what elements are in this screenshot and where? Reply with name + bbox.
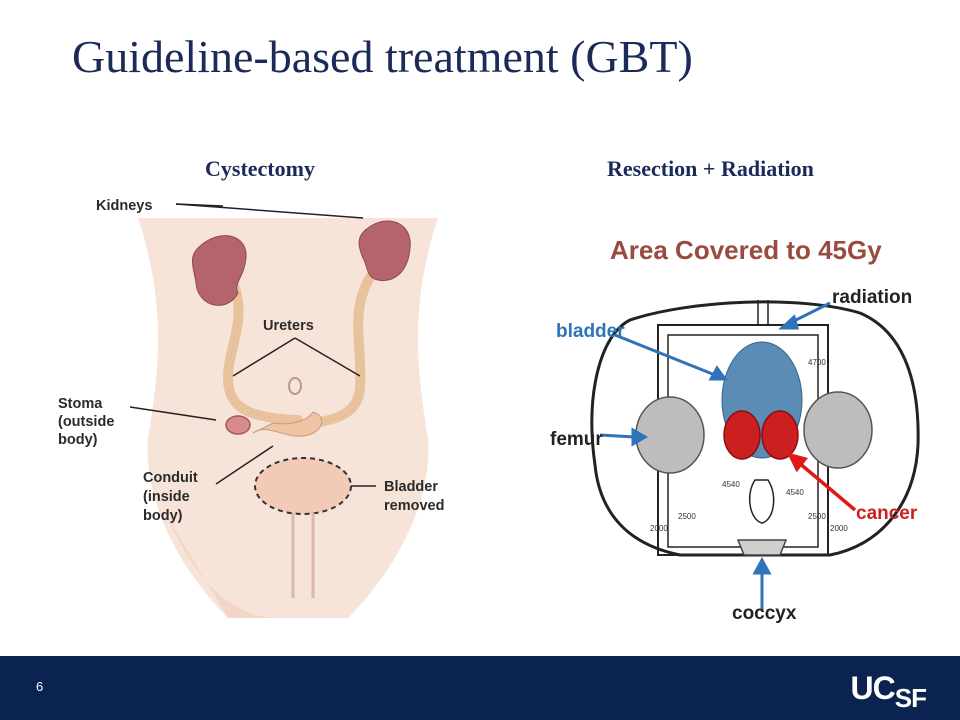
- conduit-label-2: (inside: [143, 489, 190, 505]
- conduit-shape: [252, 411, 323, 437]
- conduit-label-3: body): [143, 508, 183, 524]
- rectum-shape: [748, 479, 775, 524]
- navel-shape: [288, 377, 302, 395]
- urethra-shape: [291, 513, 315, 598]
- bladder-removed-label-1: Bladder: [384, 479, 438, 495]
- logo-text-sf: SF: [894, 683, 927, 713]
- bladder-removed-label-2: removed: [384, 498, 444, 514]
- ucsf-logo: UCSF: [850, 670, 927, 713]
- kidneys-label: Kidneys: [96, 198, 152, 214]
- slide-title: Guideline-based treatment (GBT): [72, 31, 693, 82]
- radiation-field-diagram: Area Covered to 45Gy radiation bladder f…: [550, 235, 920, 624]
- ureters-label: Ureters: [263, 318, 314, 334]
- radiation-label: radiation: [832, 287, 912, 308]
- stoma-label-2: (outside: [58, 414, 114, 430]
- stoma-shape: [225, 415, 251, 435]
- bladder-label: bladder: [556, 321, 625, 342]
- isodose-2500-left-label: 2500: [678, 512, 696, 521]
- cancer-label: cancer: [856, 503, 918, 524]
- isodose-2500-right-label: 2500: [808, 512, 826, 521]
- stoma-label-3: body): [58, 432, 98, 448]
- isodose-4540-right-label: 4540: [786, 488, 804, 497]
- footer-bar: 6 UCSF: [0, 656, 960, 720]
- logo-text-uc: UC: [850, 670, 896, 706]
- cystectomy-diagram: Kidneys Ureters Stoma (outside body) Con…: [58, 198, 444, 618]
- kidney-right-shape: [358, 220, 411, 282]
- area-covered-title: Area Covered to 45Gy: [610, 235, 882, 265]
- page-number: 6: [36, 679, 44, 694]
- femur-left-shape: [635, 396, 705, 474]
- coccyx-label: coccyx: [732, 603, 797, 624]
- isodose-4540-left-label: 4540: [722, 480, 740, 489]
- isodose-2000-right-label: 2000: [830, 524, 848, 533]
- removed-bladder-shape: [254, 457, 352, 515]
- tumor-right-shape: [761, 410, 799, 460]
- cystectomy-heading: Cystectomy: [205, 156, 315, 181]
- isodose-4700-label: 4700: [808, 358, 826, 367]
- ureter-left: [222, 278, 303, 425]
- isodose-2000-left-label: 2000: [650, 524, 668, 533]
- conduit-label-1: Conduit: [143, 470, 198, 486]
- leg-left-shape: [168, 518, 278, 618]
- femur-right-shape: [803, 391, 873, 469]
- ureter-right: [303, 268, 378, 429]
- kidney-left-shape: [191, 235, 247, 306]
- tumor-left-shape: [723, 410, 761, 460]
- stoma-label-1: Stoma: [58, 396, 103, 412]
- femur-label: femur: [550, 429, 603, 450]
- coccyx-shape: [736, 539, 788, 556]
- resection-radiation-heading: Resection + Radiation: [607, 156, 814, 181]
